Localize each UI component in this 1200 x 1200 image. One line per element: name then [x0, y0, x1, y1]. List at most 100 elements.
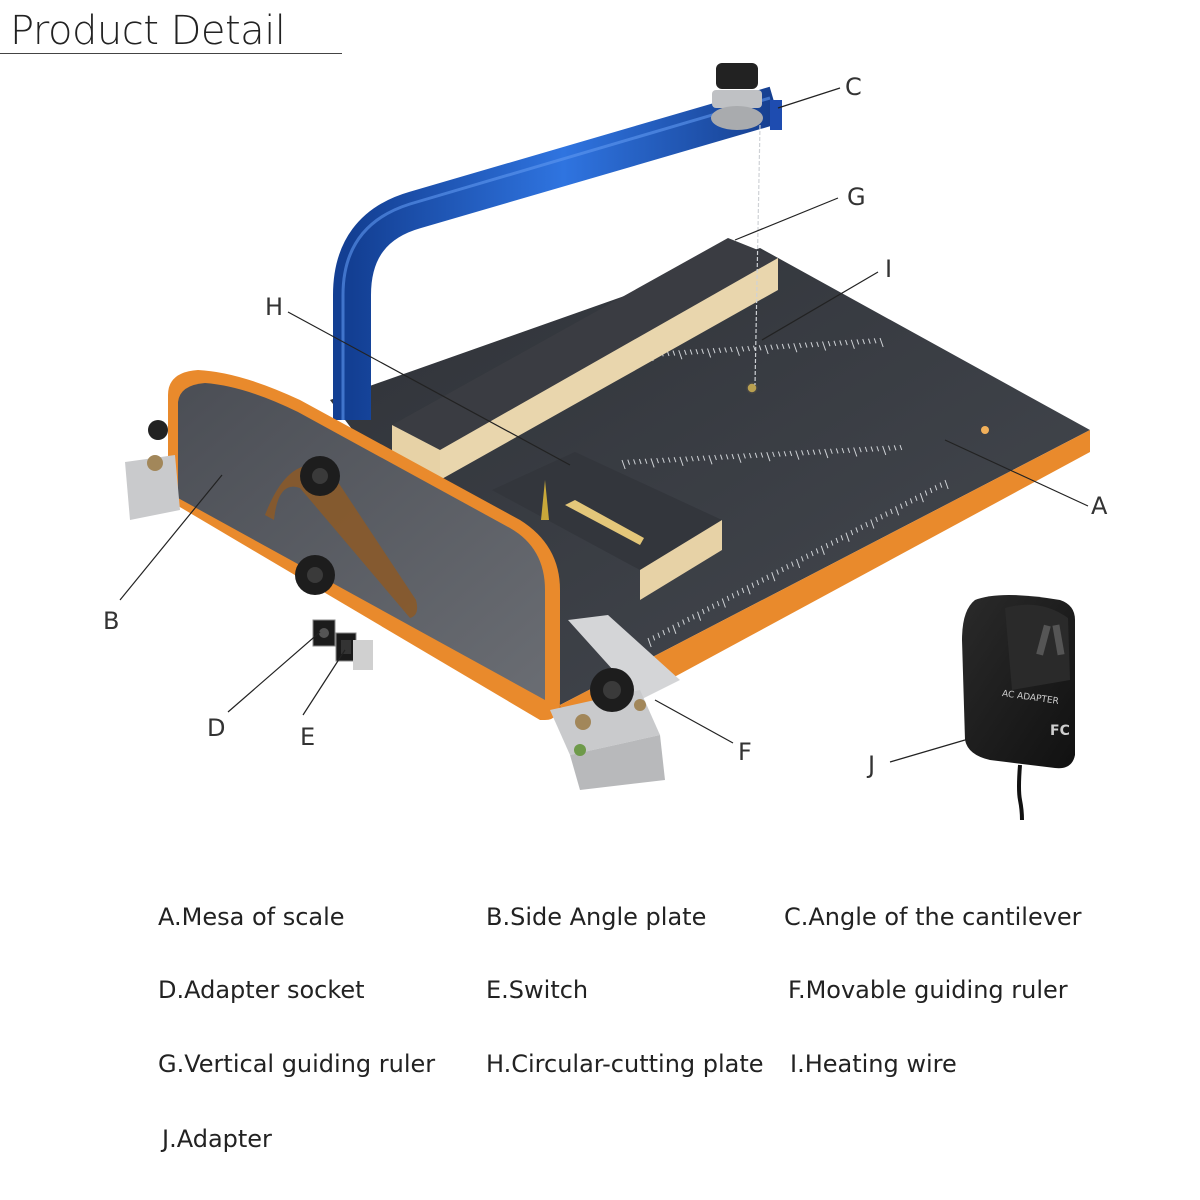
leader-j: [889, 739, 966, 763]
scale-tick: [841, 447, 845, 454]
center-pin: [746, 382, 758, 394]
scale-tick: [845, 339, 848, 346]
cantilever-arm: [333, 63, 782, 420]
leader-h: [287, 311, 571, 466]
adapter-cable: [1017, 764, 1024, 821]
scale-tick: [879, 337, 884, 348]
scale-tick: [853, 447, 858, 457]
scale-tick: [795, 450, 800, 460]
legend-item-a: A.Mesa of scale: [158, 903, 345, 931]
scale-tick: [862, 338, 865, 345]
movable-guiding-ruler: [550, 615, 680, 790]
scale-tick: [746, 585, 751, 595]
leader-g: [734, 197, 839, 241]
scale-tick: [835, 537, 839, 544]
scale-tick: [875, 516, 878, 523]
left-bracket: [125, 420, 180, 520]
scale-tick: [806, 449, 810, 456]
scale-tick: [824, 448, 829, 459]
scale-tick: [638, 458, 642, 465]
scale-tick: [760, 452, 764, 458]
callout-c: C: [845, 73, 862, 101]
scale-tick: [724, 347, 727, 353]
callout-h: H: [265, 293, 284, 321]
scale-tick: [876, 446, 880, 452]
scale-tick: [682, 619, 685, 625]
scale-tick: [701, 608, 705, 615]
scale-tick: [934, 485, 938, 491]
scale-tick: [847, 447, 851, 453]
scale-tick: [929, 487, 933, 494]
scale-tick: [652, 635, 656, 641]
scale-tick: [662, 629, 666, 636]
scale-tick: [687, 616, 690, 623]
scale-tick: [816, 341, 819, 348]
heating-wire: [754, 124, 761, 386]
scale-tick: [644, 458, 648, 464]
scale-tick: [825, 543, 829, 549]
scale-tick: [741, 346, 745, 352]
scale-tick: [708, 455, 713, 465]
table-front-edge: [560, 430, 1090, 728]
scale-tick: [801, 450, 804, 456]
scale-tick: [718, 347, 722, 353]
scale-tick: [885, 511, 888, 517]
scale-tick: [667, 457, 671, 463]
scale-tick: [737, 453, 742, 463]
leader-c: [777, 87, 841, 109]
scale-tick: [761, 577, 765, 583]
scale-tick: [839, 340, 842, 346]
scale-tick: [754, 452, 758, 458]
scale-tick: [855, 527, 859, 533]
callout-g: G: [847, 183, 866, 211]
callout-d: D: [207, 714, 226, 742]
scale-tick: [766, 574, 770, 580]
scale-tick: [899, 444, 903, 451]
scale-tick: [764, 344, 769, 355]
scale-tick: [692, 614, 695, 620]
scale-tick: [719, 454, 723, 460]
screw-hole: [981, 426, 989, 434]
scale-tick: [712, 347, 716, 354]
scale-tick: [870, 446, 874, 452]
leader-a: [944, 439, 1089, 507]
scale-tick: [833, 340, 837, 346]
scale-tick: [702, 455, 706, 461]
scale-tick: [711, 603, 715, 609]
ac-adapter: AC ADAPTER FC: [962, 595, 1075, 821]
scale-tick: [822, 341, 827, 351]
scale-tick: [731, 593, 735, 599]
scale-tick: [840, 535, 844, 541]
scale-tick: [701, 348, 704, 355]
legend-item-i: I.Heating wire: [790, 1050, 957, 1078]
scale-tick: [783, 451, 787, 457]
scale-tick: [706, 606, 710, 612]
scale-tick: [830, 540, 834, 546]
leader-lines: [119, 87, 1089, 763]
scale-tick: [691, 456, 694, 462]
scale-tick: [800, 556, 804, 562]
legend-item-d: D.Adapter socket: [158, 976, 365, 1004]
scale-tick: [845, 532, 850, 542]
scale-tick: [835, 448, 839, 454]
scale-tick: [696, 455, 700, 462]
scale-tick: [756, 579, 760, 586]
product-diagram: AC ADAPTER FC: [119, 63, 1090, 821]
scale-tick: [893, 445, 897, 451]
scale-tick: [726, 595, 730, 602]
scale-tick: [678, 350, 683, 360]
scale-tick: [730, 346, 733, 353]
scale-tick: [621, 459, 626, 470]
scale-tick: [924, 490, 928, 496]
scale-tick: [799, 342, 802, 349]
scale-tick: [679, 456, 684, 467]
callout-j: J: [868, 751, 876, 779]
scale-tick: [735, 346, 740, 356]
scale-tick: [695, 349, 699, 355]
scale-tick: [882, 445, 887, 456]
scale-tick: [796, 558, 801, 569]
scale-tick: [758, 345, 762, 351]
title-underline: [0, 53, 342, 54]
scale-ticks-upper: [649, 337, 884, 362]
scale-tick: [812, 449, 816, 455]
